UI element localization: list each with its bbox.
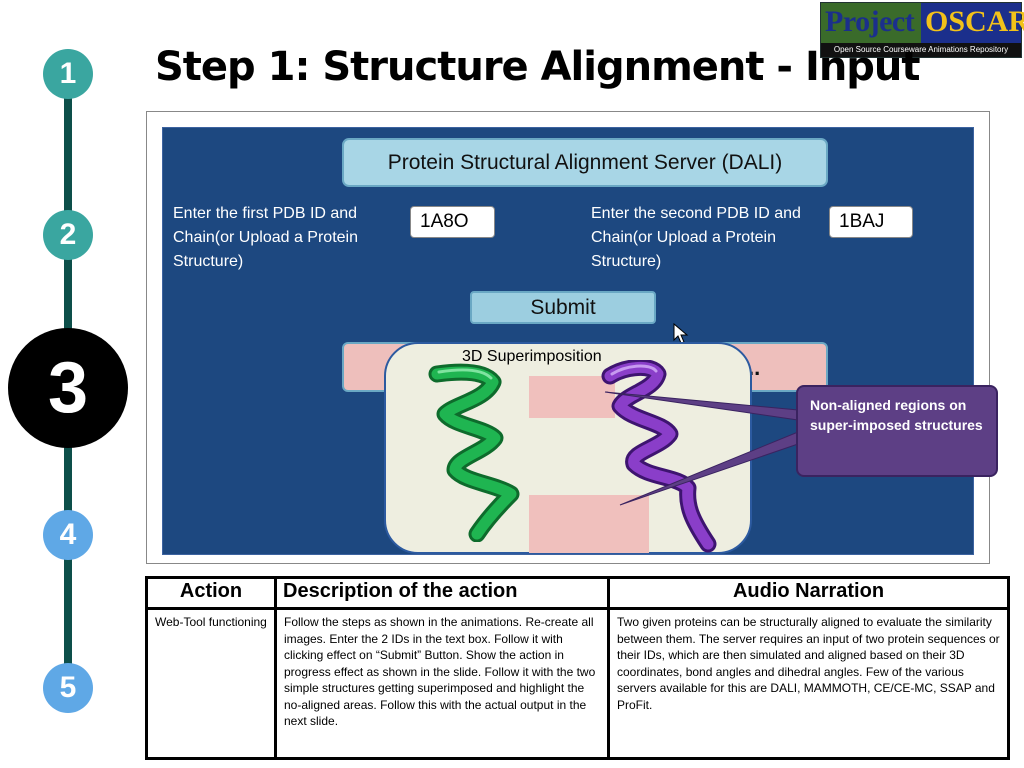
- logo-oscar-box: [921, 3, 1021, 43]
- table-header-description: Description of the action: [274, 576, 610, 610]
- second-pdb-label: Enter the second PDB ID and Chain(or Upl…: [591, 205, 801, 270]
- non-aligned-region-bottom: [529, 495, 649, 553]
- server-title: Protein Structural Alignment Server (DAL…: [342, 138, 828, 187]
- popup-title: 3D Superimposition: [462, 348, 602, 365]
- table-header-narration: Audio Narration: [607, 576, 1010, 610]
- second-pdb-input[interactable]: [829, 206, 913, 238]
- step-3-circle-current[interactable]: 3: [8, 328, 128, 448]
- description-cell: Follow the steps as shown in the animati…: [274, 607, 610, 760]
- project-oscar-logo: Project OSCAR Open Source Courseware Ani…: [820, 2, 1024, 58]
- logo-oscar-text: OSCAR: [925, 5, 1024, 38]
- step-2-circle[interactable]: 2: [43, 210, 93, 260]
- purple-protein-helix-icon: [601, 360, 717, 553]
- narration-cell: Two given proteins can be structurally a…: [607, 607, 1010, 760]
- first-pdb-label: Enter the first PDB ID and Chain(or Uplo…: [173, 205, 358, 270]
- logo-project-text: Project: [825, 5, 915, 38]
- logo-tagline: Open Source Courseware Animations Reposi…: [821, 43, 1021, 57]
- slide-notes-table: Action Description of the action Audio N…: [145, 576, 1010, 760]
- submit-button[interactable]: Submit: [470, 291, 656, 324]
- step-5-circle[interactable]: 5: [43, 663, 93, 713]
- action-cell: Web-Tool functioning: [145, 607, 277, 760]
- first-pdb-input[interactable]: [410, 206, 495, 238]
- green-protein-helix-icon: [428, 363, 520, 542]
- table-header-row: Action Description of the action Audio N…: [145, 576, 1010, 610]
- non-aligned-region-top: [529, 376, 615, 418]
- table-header-action: Action: [145, 576, 277, 610]
- page-title: Step 1: Structure Alignment - Input: [155, 44, 921, 90]
- step-1-circle[interactable]: 1: [43, 49, 93, 99]
- non-aligned-callout: Non-aligned regions on super-imposed str…: [796, 385, 998, 477]
- table-row: Web-Tool functioning Follow the steps as…: [145, 607, 1010, 760]
- step-4-circle[interactable]: 4: [43, 510, 93, 560]
